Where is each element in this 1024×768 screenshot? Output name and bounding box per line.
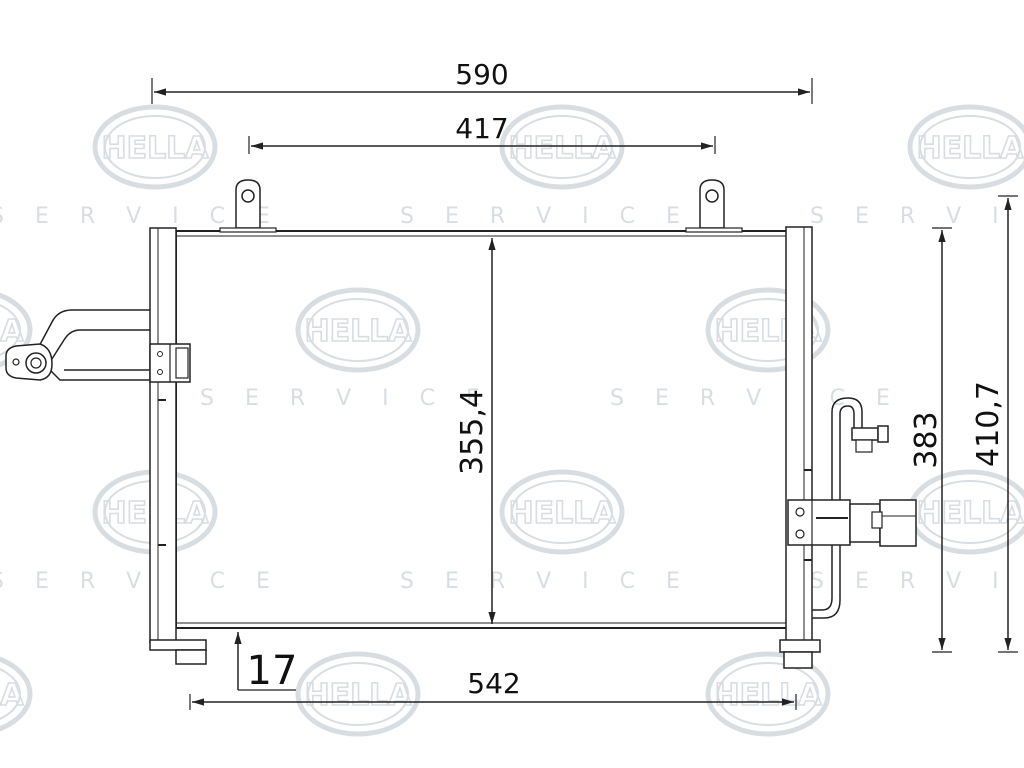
- service-watermark-text: S E R V I C E: [810, 569, 1024, 594]
- mounting-bracket-left: [219, 179, 277, 233]
- dim-383-label: 383: [909, 411, 944, 468]
- svg-text:HELLA: HELLA: [714, 678, 822, 713]
- dimension-lines: [151, 78, 1018, 710]
- svg-text:HELLA: HELLA: [304, 314, 412, 349]
- hella-logo-watermark: HELLA: [0, 656, 33, 732]
- left-tank: [149, 227, 177, 644]
- mounting-bracket-right: [685, 179, 743, 233]
- service-watermark-text: S E R V I C E: [0, 569, 282, 594]
- dim-417-label: 417: [455, 112, 508, 145]
- svg-text:HELLA: HELLA: [0, 314, 24, 349]
- service-watermark-text: S E R V I C E: [200, 386, 492, 411]
- inlet-pipe-left: [5, 309, 191, 383]
- dim-17-label: 17: [247, 648, 298, 694]
- dimension-labels: 590 417 355,4 542 17 383 410,7: [247, 58, 1006, 700]
- svg-text:HELLA: HELLA: [101, 131, 209, 166]
- service-watermark-text: S E R V I C E: [400, 204, 692, 229]
- condenser-part: [5, 179, 917, 669]
- outlet-pipe-right: [787, 397, 917, 619]
- svg-text:HELLA: HELLA: [0, 678, 24, 713]
- service-watermark-text: S E R V I C E: [0, 204, 282, 229]
- service-watermark-text: S E R V I C E: [810, 204, 1024, 229]
- svg-text:HELLA: HELLA: [508, 131, 616, 166]
- dim-355-label: 355,4: [455, 389, 490, 475]
- hella-logo-watermark: HELLA: [907, 104, 1024, 190]
- right-tank: [785, 226, 813, 646]
- hella-logo-watermark: HELLA: [0, 292, 33, 368]
- dim-410-label: 410,7: [971, 381, 1006, 467]
- svg-text:HELLA: HELLA: [916, 131, 1024, 166]
- hella-logo-watermark: HELLA: [295, 651, 421, 737]
- dim-542-label: 542: [467, 667, 520, 700]
- service-watermark-text: S E R V I C E: [400, 569, 692, 594]
- dim-590-label: 590: [455, 58, 508, 91]
- hella-logo-watermark: HELLA: [295, 287, 421, 373]
- hella-logo-watermark: HELLA: [499, 104, 625, 190]
- svg-text:HELLA: HELLA: [508, 496, 616, 531]
- svg-text:HELLA: HELLA: [304, 678, 412, 713]
- hella-logo-watermark: HELLA: [907, 469, 1024, 555]
- hella-logo-watermark: HELLA: [705, 651, 831, 737]
- service-watermark-text: S E R V I C E: [610, 386, 902, 411]
- watermark-layer: HELLA HELLA HELLA HELLA HELLA HELLA HELLA HELLA…: [0, 104, 1024, 737]
- hella-logo-watermark: HELLA: [499, 469, 625, 555]
- hella-logo-watermark: HELLA: [92, 104, 218, 190]
